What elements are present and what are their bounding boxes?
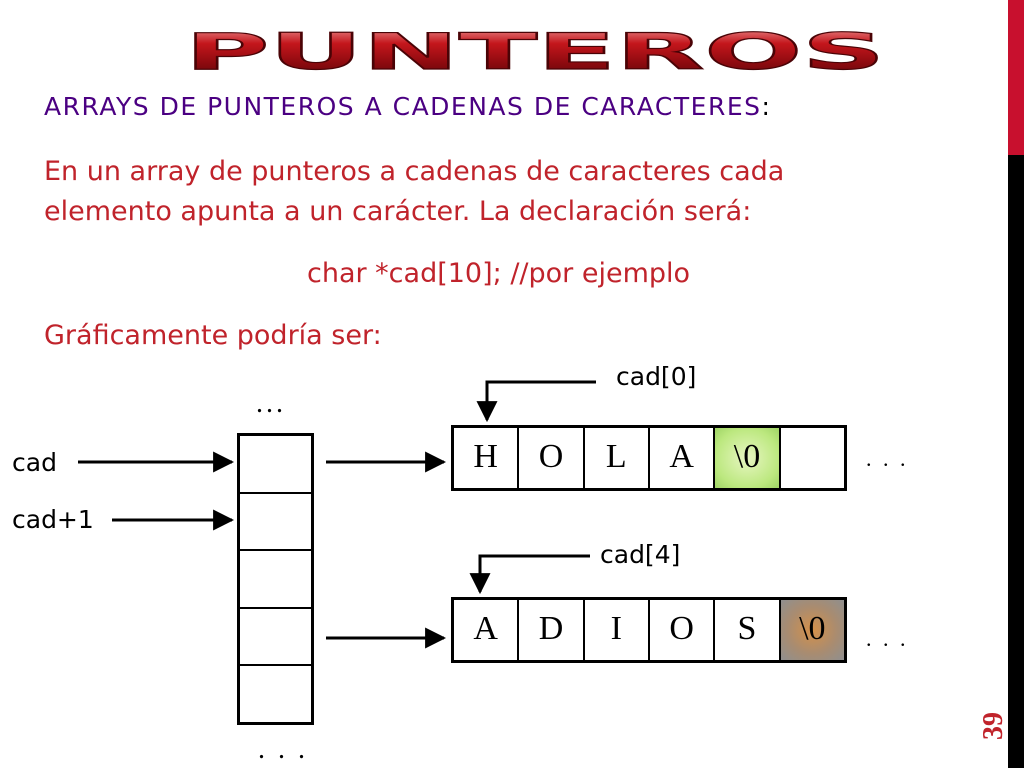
graphic-label: Gráficamente podría ser: [44, 320, 382, 351]
string1-cell-0: H [454, 428, 520, 488]
string2-cell-2: I [585, 600, 650, 660]
label-cad4: cad[4] [600, 540, 681, 569]
ellipsis-row1: . . . [866, 446, 909, 471]
sidebar-accent-red [1008, 0, 1024, 155]
string1-null-terminator: \0 [715, 428, 781, 488]
arrow-cad0-label [476, 380, 596, 423]
pointer-slot-0 [240, 436, 311, 494]
string2-cell-1: D [519, 600, 585, 660]
string1-cell-empty [781, 428, 844, 488]
declaration-code: char *cad[10]; //por ejemplo [307, 258, 691, 289]
string1-cell-2: L [585, 428, 650, 488]
pointer-slot-1 [240, 494, 311, 552]
subtitle-colon: : [761, 92, 772, 121]
string2-cell-0: A [454, 600, 520, 660]
intro-text-line1: En un array de punteros a cadenas de car… [44, 156, 785, 187]
label-cad: cad [12, 448, 57, 477]
arrow-cad4-label [469, 554, 590, 595]
slide-title-text: PUNTEROS [185, 23, 885, 81]
pointer-slot-3 [240, 609, 311, 667]
intro-text-line2: elemento apunta a un carácter. La declar… [44, 196, 752, 227]
page-number: 39 [978, 712, 1009, 740]
string2-cell-3: O [650, 600, 716, 660]
ellipsis-top: ... [256, 388, 286, 419]
string2-null-terminator: \0 [780, 600, 844, 660]
label-cad0: cad[0] [616, 362, 697, 391]
subtitle-text: ARRAYS DE PUNTEROS A CADENAS DE CARACTER… [44, 92, 762, 121]
pointer-slot-2 [240, 551, 311, 609]
label-cad-plus1: cad+1 [12, 505, 94, 534]
sidebar-accent-black [1008, 155, 1024, 768]
pointer-slot-4 [240, 666, 311, 722]
slide-title: PUNTEROS [180, 22, 890, 82]
string1-cell-1: O [519, 428, 585, 488]
pointer-array [237, 433, 314, 725]
string1-cell-3: A [650, 428, 716, 488]
string-row-hola: H O L A \0 [451, 425, 847, 491]
ellipsis-bottom: . . . [258, 734, 308, 765]
slide-subtitle: ARRAYS DE PUNTEROS A CADENAS DE CARACTER… [44, 92, 771, 121]
string2-cell-4: S [715, 600, 781, 660]
string-row-adios: A D I O S \0 [451, 597, 847, 663]
ellipsis-row2: . . . [866, 626, 909, 651]
